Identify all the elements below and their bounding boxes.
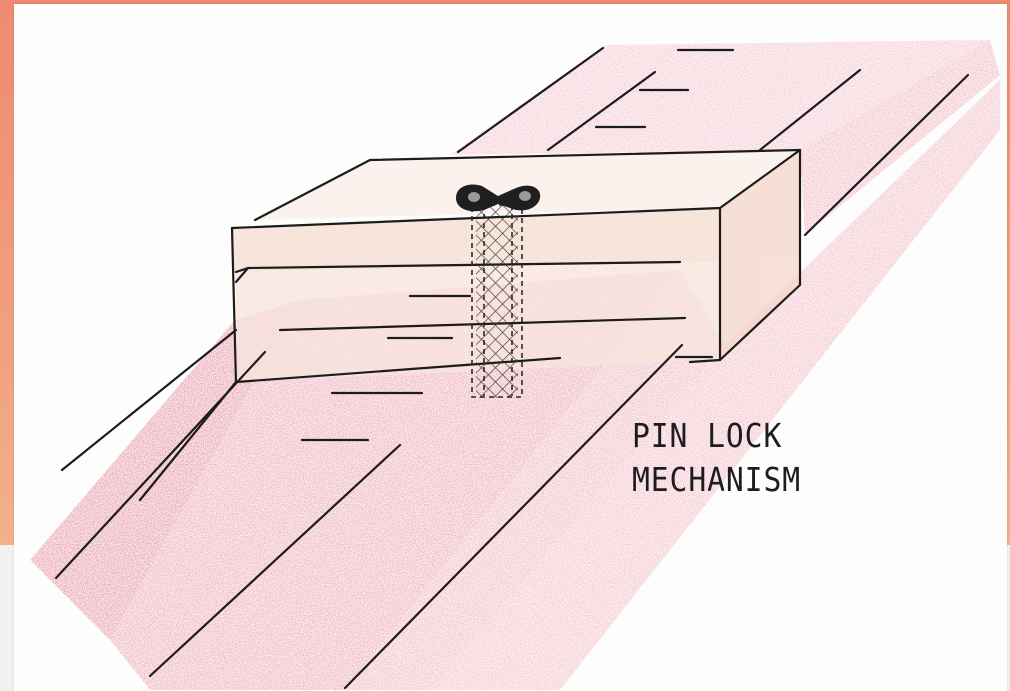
caption-line-2: MECHANISM xyxy=(632,458,812,502)
caption-line-1: PIN LOCK xyxy=(632,414,812,458)
locking-pin xyxy=(472,205,522,398)
caption: PIN LOCK MECHANISM xyxy=(632,414,812,502)
